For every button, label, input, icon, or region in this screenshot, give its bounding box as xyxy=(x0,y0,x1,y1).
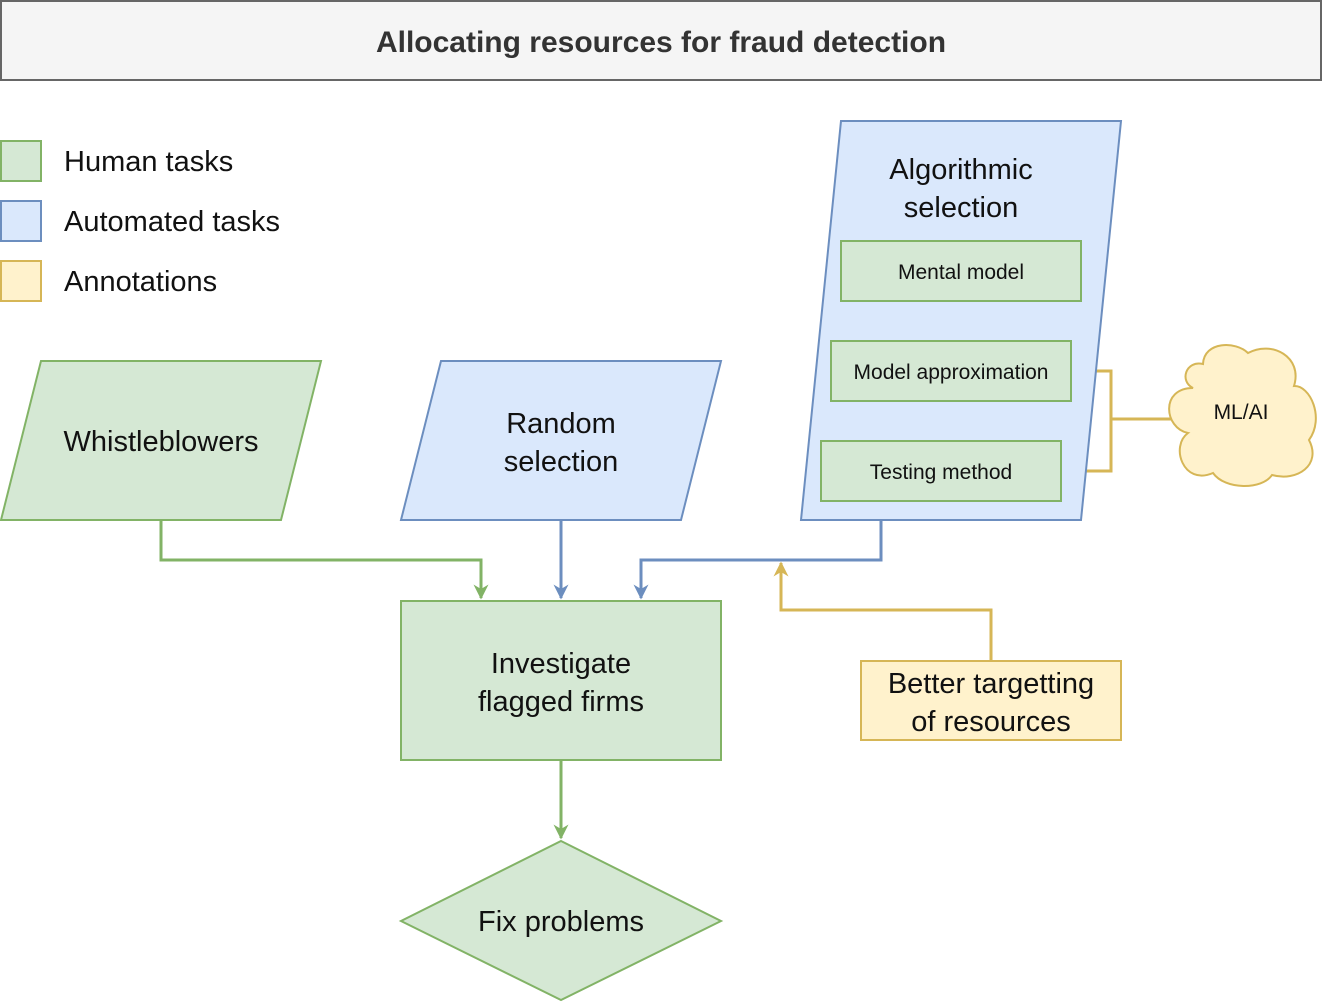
node-random-selection: Random selection xyxy=(399,360,723,521)
node-algorithmic-selection: Algorithmic selection xyxy=(799,120,1123,521)
edge-better-targetting-to-flow xyxy=(773,561,993,660)
algorithmic-selection-label-line2: selection xyxy=(904,192,1018,224)
legend-swatch-yellow xyxy=(0,260,42,302)
legend-item-annotations: Annotations xyxy=(0,260,217,302)
random-selection-label-line1: Random xyxy=(506,408,616,440)
legend-label-annotations: Annotations xyxy=(64,266,217,298)
better-targetting-label-line2: of resources xyxy=(911,706,1071,738)
testing-method-label: Testing method xyxy=(870,461,1012,484)
node-whistleblowers: Whistleblowers xyxy=(0,360,323,521)
node-better-targetting: Better targetting of resources xyxy=(860,660,1122,741)
node-mental-model: Mental model xyxy=(840,240,1082,302)
better-targetting-label-line1: Better targetting xyxy=(888,668,1094,700)
edge-algorithmic-to-investigate xyxy=(633,520,883,600)
title-box: Allocating resources for fraud detection xyxy=(0,0,1322,81)
legend-item-automated-tasks: Automated tasks xyxy=(0,200,280,242)
legend-label-human-tasks: Human tasks xyxy=(64,146,233,178)
algorithmic-selection-label-line1: Algorithmic xyxy=(889,154,1032,186)
node-fix-problems: Fix problems xyxy=(398,839,724,1002)
investigate-label-line1: Investigate xyxy=(491,648,631,680)
legend-swatch-blue xyxy=(0,200,42,242)
model-approximation-label: Model approximation xyxy=(854,361,1049,384)
legend-item-human-tasks: Human tasks xyxy=(0,140,233,182)
mental-model-label: Mental model xyxy=(898,261,1024,284)
ml-ai-label: ML/AI xyxy=(1214,401,1269,424)
node-model-approximation: Model approximation xyxy=(830,340,1072,402)
legend-label-automated-tasks: Automated tasks xyxy=(64,206,280,238)
random-selection-label-line2: selection xyxy=(504,446,618,478)
whistleblowers-label: Whistleblowers xyxy=(64,426,259,458)
node-ml-ai-cloud: ML/AI xyxy=(1168,344,1317,487)
node-investigate-flagged-firms: Investigate flagged firms xyxy=(400,600,722,761)
node-testing-method: Testing method xyxy=(820,440,1062,502)
legend: Human tasks Automated tasks Annotations xyxy=(0,140,280,302)
investigate-label-line2: flagged firms xyxy=(478,686,644,718)
edge-whistleblowers-to-investigate xyxy=(159,520,489,600)
fix-problems-label: Fix problems xyxy=(478,906,644,938)
legend-swatch-green xyxy=(0,140,42,182)
diagram-title: Allocating resources for fraud detection xyxy=(376,26,946,59)
